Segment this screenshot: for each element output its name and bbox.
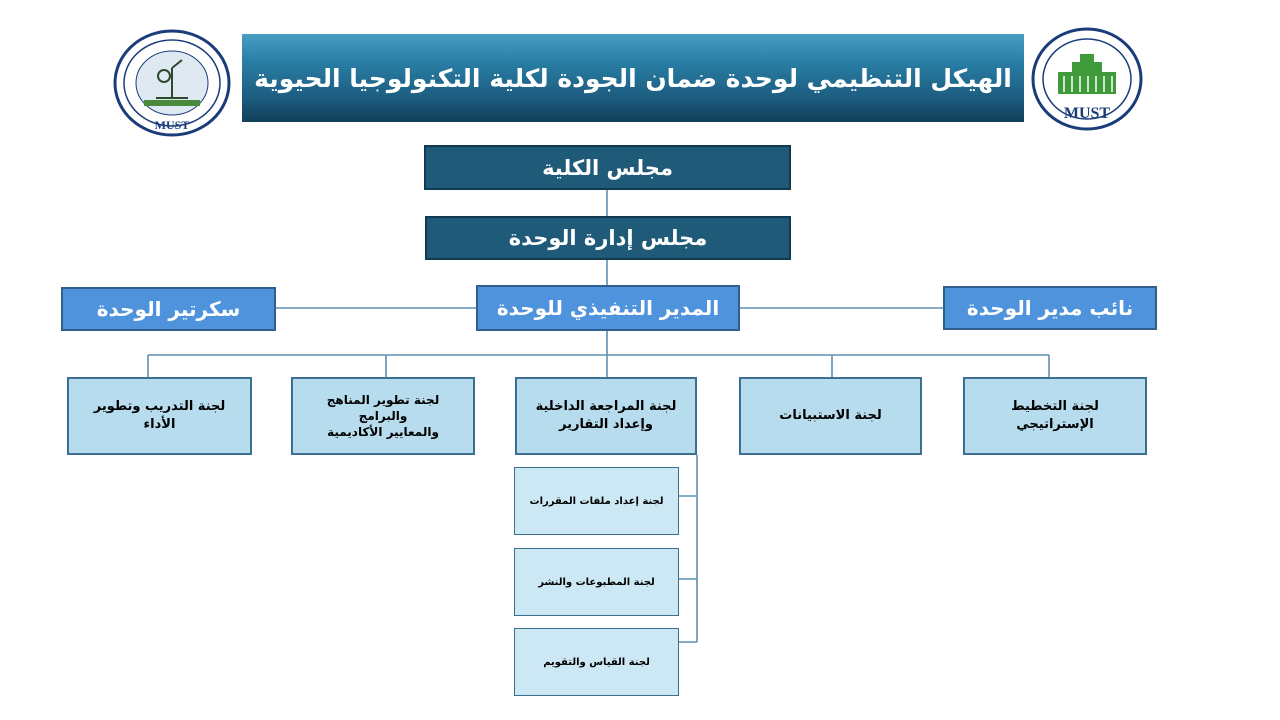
biotech-college-seal-icon: MUST (113, 29, 231, 137)
executive-director-box: المدير التنفيذي للوحدة (476, 285, 740, 331)
committee-curricula: لجنة تطوير المناهج والبرامج والمعايير ال… (291, 377, 475, 455)
subcommittee-assessment: لجنة القياس والتقويم (514, 628, 679, 696)
left-logo-text: MUST (155, 118, 190, 132)
committee-surveys: لجنة الاستبيانات (739, 377, 922, 455)
page-title: الهيكل التنظيمي لوحدة ضمان الجودة لكلية … (242, 34, 1024, 122)
faculty-council-box: مجلس الكلية (424, 145, 791, 190)
university-logo: MUST (1030, 26, 1144, 132)
committee-internal-review: لجنة المراجعة الداخلية وإعداد التقارير (515, 377, 697, 455)
secretary-box: سكرتير الوحدة (61, 287, 276, 331)
subcommittee-course-files: لجنة إعداد ملفات المقررات (514, 467, 679, 535)
committee-training: لجنة التدريب وتطوير الأداء (67, 377, 252, 455)
right-logo-text: MUST (1064, 105, 1111, 122)
biotech-college-logo: MUST (112, 28, 232, 138)
subcommittee-publications: لجنة المطبوعات والنشر (514, 548, 679, 616)
committee-strategic-planning: لجنة التخطيط الإستراتيجي (963, 377, 1147, 455)
university-seal-icon: MUST (1031, 27, 1143, 131)
deputy-director-box: نائب مدير الوحدة (943, 286, 1157, 330)
unit-board-box: مجلس إدارة الوحدة (425, 216, 791, 260)
